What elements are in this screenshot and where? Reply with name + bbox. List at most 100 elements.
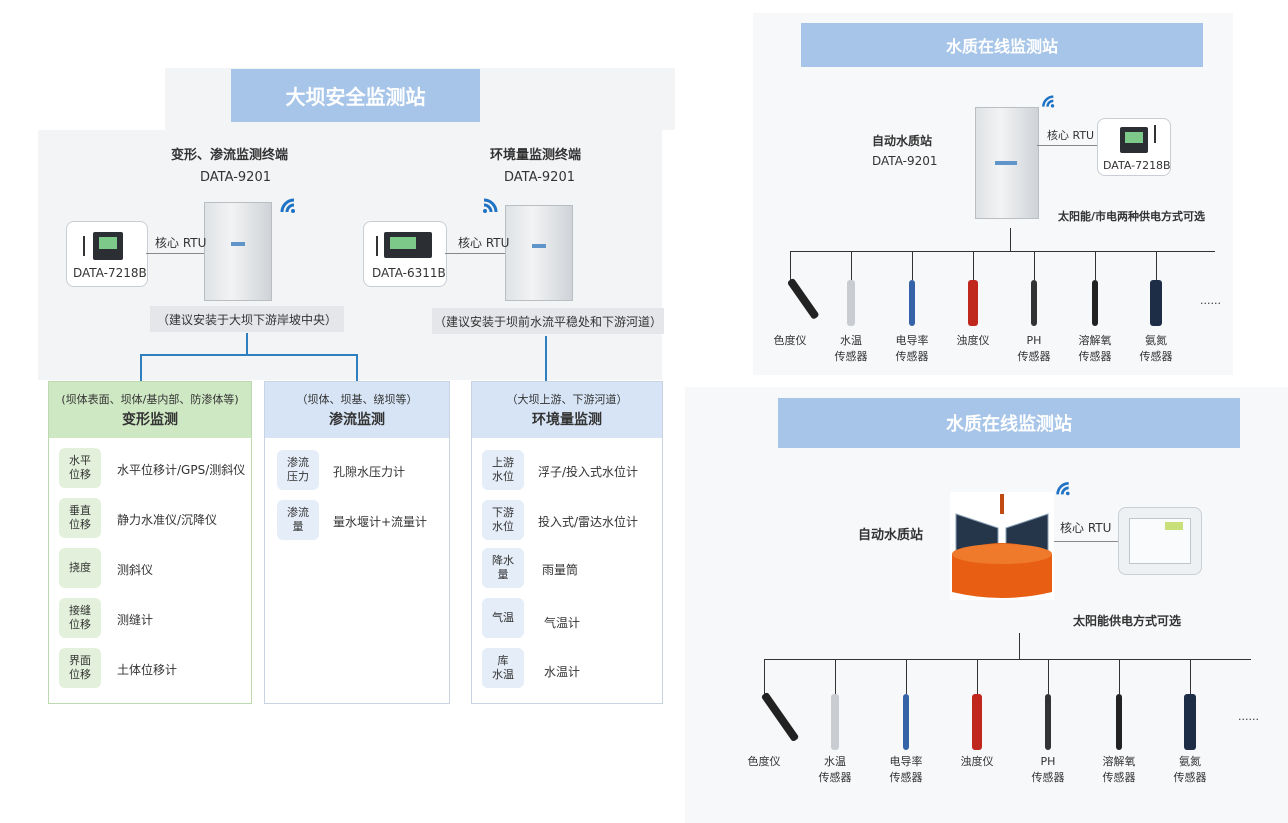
sensor-branch-line	[1190, 659, 1191, 694]
left-terminal-model: DATA-9201	[200, 170, 271, 185]
sensor-probe-icon	[1184, 694, 1196, 750]
right-rtu-model: DATA-6311B	[372, 266, 446, 280]
sensor-label: 水温传感器	[811, 754, 859, 786]
wq-top-rtu-label: 核心 RTU	[1047, 129, 1095, 142]
row-tag: 水平 位移	[59, 448, 101, 488]
sensor-label-line1: 氨氮	[1145, 334, 1167, 347]
right-terminal-name: 环境量监测终端	[490, 148, 582, 163]
buoy	[950, 492, 1054, 600]
tree-line	[1010, 228, 1011, 252]
sensor-probe-icon	[847, 280, 855, 326]
wq-top-power: 太阳能/市电两种供电方式可选	[1058, 210, 1206, 223]
tree-line	[764, 659, 1251, 660]
tree-line	[545, 336, 547, 381]
sensor-branch-line	[973, 251, 974, 280]
right-terminal-model: DATA-9201	[504, 170, 575, 185]
wq-top-rtu-model: DATA-7218B	[1103, 159, 1171, 172]
wifi-icon	[280, 198, 295, 213]
sensor-probe-icon	[903, 694, 909, 750]
wq-top-title: 水质在线监测站	[801, 23, 1203, 67]
sensor-label: 浊度仪	[953, 754, 1001, 770]
sensor-probe-icon	[1116, 694, 1122, 750]
sensor-probe-icon	[1092, 280, 1098, 326]
sensor-label-line1: 电导率	[895, 334, 929, 347]
sensor-label: PH 传感器	[1024, 754, 1072, 786]
tree-line	[356, 354, 358, 381]
left-rtu-device	[66, 221, 148, 287]
row-tag: 降水 量	[482, 548, 524, 588]
environment-column: （大坝上游、下游河道） 环境量监测 上游 水位 浮子/投入式水位计 下游 水位 …	[471, 381, 663, 704]
sensor-branch-line	[1095, 251, 1096, 280]
sensor-label: 水温传感器	[827, 333, 875, 365]
wq-top-station-name: 自动水质站	[872, 134, 933, 148]
right-rtu-label: 核心 RTU	[458, 236, 510, 250]
sensor-label: 溶解氧传感器	[1095, 754, 1143, 786]
wq-bottom-power: 太阳能供电方式可选	[1073, 614, 1182, 628]
row-tag: 气温	[482, 598, 524, 638]
buoy-icon	[952, 494, 1052, 598]
row-text: 土体位移计	[117, 663, 178, 677]
sensor-probe-icon	[831, 694, 839, 750]
connector-line	[1054, 541, 1118, 542]
row-text: 测斜仪	[117, 563, 154, 577]
more-indicator: ......	[1200, 294, 1221, 307]
sensor-branch-line	[1156, 251, 1157, 280]
row-tag: 挠度	[59, 548, 101, 588]
sensor-branch-line	[835, 659, 836, 694]
sensor-label-line1: 色度仪	[747, 755, 781, 768]
sensor-branch-line	[977, 659, 978, 694]
sensor-label-line2: 传感器	[1173, 771, 1207, 784]
sensor-label-line2: 传感器	[889, 771, 923, 784]
wq-top-station-model: DATA-9201	[872, 154, 938, 168]
sensor-probe-icon	[909, 280, 915, 326]
more-indicator: ......	[1238, 710, 1259, 723]
sensor-label-line1: 溶解氧	[1102, 755, 1136, 768]
sensor-label-line2: 传感器	[818, 771, 852, 784]
sensor-branch-line	[1048, 659, 1049, 694]
sensor-label-line1: 电导率	[889, 755, 923, 768]
column-title: 渗流监测	[329, 412, 385, 428]
column-title: 变形监测	[122, 412, 178, 428]
sensor-probe-icon	[1031, 280, 1037, 326]
wq-bottom-rtu-device	[1118, 507, 1202, 575]
connector-line	[445, 253, 505, 254]
wq-bottom-title: 水质在线监测站	[778, 398, 1240, 448]
right-terminal-cabinet	[505, 205, 573, 301]
right-terminal-note: （建议安装于坝前水流平稳处和下游河道）	[432, 308, 664, 334]
sensor-probe-icon	[1045, 694, 1051, 750]
wq-top-rtu-device	[1097, 118, 1171, 176]
sensor-label-line1: 浊度仪	[960, 755, 994, 768]
sensor-label-line1: 水温	[840, 334, 862, 347]
sensor-branch-line	[1119, 659, 1120, 694]
sensor-label-line1: PH	[1026, 334, 1042, 347]
sensor-branch-line	[790, 251, 791, 280]
sensor-label-line1: 色度仪	[773, 334, 807, 347]
tree-line	[140, 354, 142, 381]
sensor-label: 氨氮传感器	[1166, 754, 1214, 786]
sensor-label-line2: 传感器	[1139, 350, 1173, 363]
row-text: 气温计	[544, 616, 581, 630]
wifi-icon	[483, 198, 498, 213]
row-tag: 上游 水位	[482, 450, 524, 490]
connector-line	[1037, 145, 1097, 146]
sensor-label-line2: 传感器	[1078, 350, 1112, 363]
tree-line	[140, 354, 358, 356]
row-tag: 库 水温	[482, 648, 524, 688]
column-subtitle: （坝体、坝基、绕坝等）	[296, 393, 418, 406]
wq-bottom-rtu-label: 核心 RTU	[1060, 521, 1112, 535]
sensor-label-line1: PH	[1040, 755, 1056, 768]
column-title: 环境量监测	[532, 412, 602, 428]
wifi-icon	[1042, 95, 1055, 108]
sensor-label-line1: 水温	[824, 755, 846, 768]
wifi-icon	[1056, 481, 1070, 496]
sensor-label-line2: 传感器	[895, 350, 929, 363]
sensor-branch-line	[912, 251, 913, 280]
row-text: 浮子/投入式水位计	[538, 465, 639, 479]
connector-line	[146, 253, 204, 254]
sensor-label: 电导率传感器	[888, 333, 936, 365]
row-text: 雨量筒	[542, 563, 579, 577]
sensor-probe-icon	[1150, 280, 1162, 326]
sensor-label-line2: 传感器	[1031, 771, 1065, 784]
wq-bottom-station-name: 自动水质站	[858, 528, 924, 543]
